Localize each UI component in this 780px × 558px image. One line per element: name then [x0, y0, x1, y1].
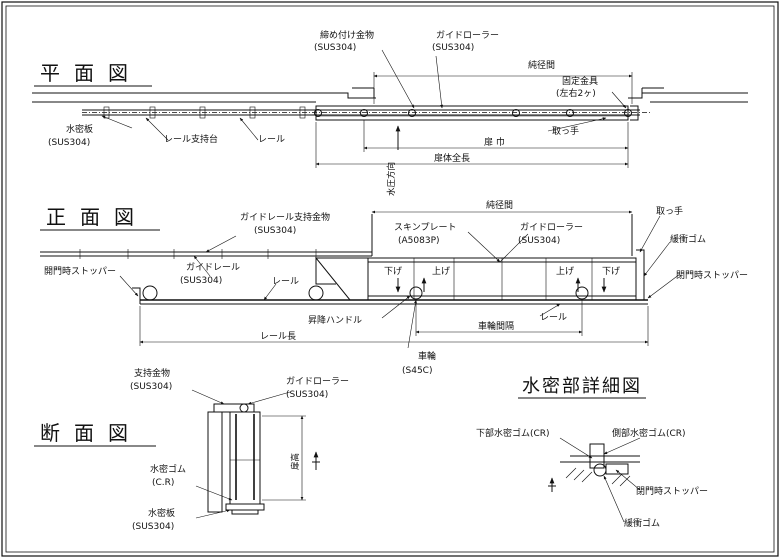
- plan-door-length-label: 扉体全長: [434, 152, 470, 164]
- cross-seal-plate-material: (SUS304): [132, 522, 174, 532]
- plan-fixing-hardware-label: 固定金具: [562, 75, 598, 87]
- plan-door-width-label: 扉 巾: [484, 136, 505, 148]
- plan-guide-roller-material: (SUS304): [432, 43, 474, 53]
- cross-support-hw-material: (SUS304): [130, 382, 172, 392]
- plan-seal-plate-material: (SUS304): [48, 138, 90, 148]
- front-guide-rail-material: (SUS304): [180, 276, 222, 286]
- seal-detail-view: 水密部詳細図 下部水密ゴム(CR) 側部水密ゴム(CR) 閉門時ストッパー 緩衝…: [476, 376, 708, 529]
- cross-title: 断面図: [40, 421, 142, 445]
- front-clear-span-label: 純径間: [486, 199, 513, 211]
- front-skin-plate-material: (A5083P): [398, 236, 440, 246]
- front-guide-rail-support-label: ガイドレール支持金物: [240, 211, 330, 223]
- cross-seal-rubber-label: 水密ゴム: [150, 463, 186, 475]
- front-lift-handle-label: 昇降ハンドル: [308, 314, 362, 326]
- plan-view: 平面図: [32, 29, 748, 196]
- front-rail-length-label: レール長: [260, 331, 296, 342]
- front-guide-rail-label: ガイドレール: [186, 262, 240, 273]
- plan-title: 平面図: [40, 61, 142, 85]
- detail-side-seal-label: 側部水密ゴム(CR): [612, 427, 686, 439]
- front-guide-roller-label: ガイドローラー: [520, 222, 583, 233]
- front-wheel-span-label: 車輪間隔: [478, 320, 514, 332]
- cross-guide-roller-material: (SUS304): [286, 390, 328, 400]
- front-guide-rail-support-material: (SUS304): [254, 226, 296, 236]
- front-title: 正面図: [46, 205, 148, 229]
- cross-seal-plate-label: 水密板: [148, 507, 175, 519]
- plan-clear-span-label: 純径間: [528, 59, 555, 71]
- front-open-stopper-label: 開門時ストッパー: [44, 266, 116, 277]
- front-rail-label: レール: [272, 277, 299, 287]
- front-up-label-2: 上げ: [556, 266, 574, 277]
- plan-fastener-material: (SUS304): [314, 43, 356, 53]
- cross-support-hw-label: 支持金物: [134, 367, 170, 379]
- plan-rail-label: レール: [258, 135, 285, 145]
- front-up-label-1: 上げ: [432, 266, 450, 277]
- front-buffer-rubber-label: 緩衝ゴム: [670, 233, 706, 245]
- cross-seal-rubber-material: (C.R): [152, 478, 174, 488]
- front-down-label-2: 下げ: [602, 266, 620, 277]
- front-guide-roller-material: (SUS304): [518, 236, 560, 246]
- detail-buffer-rubber-label: 緩衝ゴム: [624, 517, 660, 529]
- plan-rail-support-label: レール支持台: [164, 133, 218, 145]
- detail-title: 水密部詳細図: [522, 376, 642, 397]
- front-down-label-1: 下げ: [384, 266, 402, 277]
- front-skin-plate-label: スキンプレート: [394, 222, 456, 233]
- front-handle-label: 取っ手: [656, 205, 683, 217]
- plan-handle-label: 取っ手: [552, 125, 579, 137]
- front-wheel-label: 車輪: [418, 350, 436, 362]
- front-close-stopper-label: 閉門時ストッパー: [676, 270, 748, 281]
- detail-close-stopper-label: 閉門時ストッパー: [636, 486, 708, 497]
- plan-guide-roller-label: ガイドローラー: [436, 30, 499, 41]
- cross-section-view: 断面図 扉高 支持金物 (SUS304) ガイドローラー (SUS304) 水密…: [34, 367, 349, 532]
- water-pressure-direction-label: 水圧方向: [386, 162, 397, 196]
- front-rail-label-2: レール: [540, 313, 567, 323]
- plan-fixing-hardware-qty: (左右2ヶ): [556, 87, 596, 99]
- detail-bottom-seal-label: 下部水密ゴム(CR): [476, 427, 550, 439]
- front-wheel-material: (S45C): [402, 366, 432, 376]
- cross-door-height-label: 扉高: [290, 453, 301, 470]
- plan-seal-plate-label: 水密板: [66, 123, 93, 135]
- sheet-inner-border: [5, 5, 775, 553]
- cross-guide-roller-label: ガイドローラー: [286, 376, 349, 387]
- plan-fastener-label: 締め付け金物: [320, 29, 374, 41]
- front-view: 正面図: [40, 199, 748, 376]
